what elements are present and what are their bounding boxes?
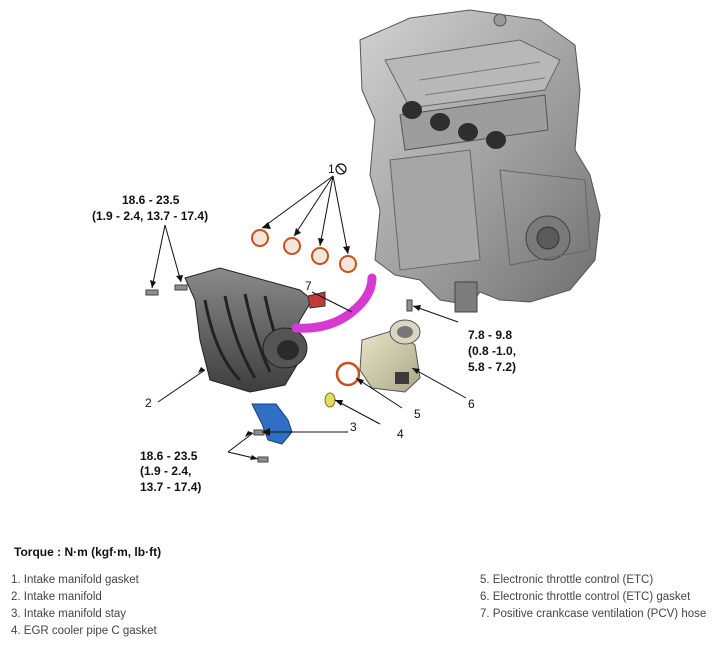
torque-stay-line3: 13.7 - 17.4) [140,480,201,494]
torque-units-title: Torque : N·m (kgf·m, lb·ft) [14,545,162,559]
torque-stay-line2: (1.9 - 2.4, [140,464,191,478]
callout-7: 7 [305,279,312,293]
legend-item: 2. Intake manifold [11,591,102,603]
bolt [145,289,159,296]
callout-5: 5 [414,407,421,421]
electronic-throttle-control [359,319,421,393]
bolt [406,299,413,312]
torque-etc-line1: 7.8 - 9.8 [468,328,512,342]
torque-stay-line1: 18.6 - 23.5 [140,449,198,463]
legend-left-list: 1. Intake manifold gasket 2. Intake mani… [11,572,157,640]
torque-etc-line2: (0.8 -1.0, [468,344,516,358]
torque-etc-line3: 5.8 - 7.2) [468,360,516,374]
intake-manifold-gaskets [251,229,357,273]
legend-right-list: 5. Electronic throttle control (ETC) 6. … [480,572,706,623]
engine-block [359,9,601,313]
legend-item: 7. Positive crankcase ventilation (PCV) … [480,608,707,620]
gasket-ring [283,237,301,255]
callout-3: 3 [350,420,357,434]
bolts [145,284,413,463]
legend-item: 1. Intake manifold gasket [11,574,139,586]
bolt [257,456,269,463]
intake-manifold [184,267,326,393]
gasket-ring [311,247,329,265]
leader-arrowheads [150,222,421,460]
legend-item: 5. Electronic throttle control (ETC) [480,574,654,586]
gasket-ring [251,229,269,247]
legend-item: 3. Intake manifold stay [11,608,127,620]
egr-cooler-pipe-gasket [324,392,336,408]
etc-gasket [335,361,361,387]
callout-2: 2 [145,396,152,410]
bolt [174,284,188,291]
legend-item: 6. Electronic throttle control (ETC) gas… [480,591,691,603]
callout-1: 1 [328,162,335,176]
exploded-parts-diagram: 1 2 3 4 5 6 7 18.6 - 23.5 (1.9 - 2.4, 13… [92,9,601,494]
legend-item: 4. EGR cooler pipe C gasket [11,625,157,637]
not-reusable-icon [335,163,347,175]
leader-lines [151,175,467,460]
torque-manifold-line1: 18.6 - 23.5 [122,193,180,207]
intake-manifold-stay [251,403,293,445]
callout-6: 6 [468,397,475,411]
gasket-ring [339,255,357,273]
callout-4: 4 [397,427,404,441]
torque-manifold-line2: (1.9 - 2.4, 13.7 - 17.4) [92,209,208,223]
